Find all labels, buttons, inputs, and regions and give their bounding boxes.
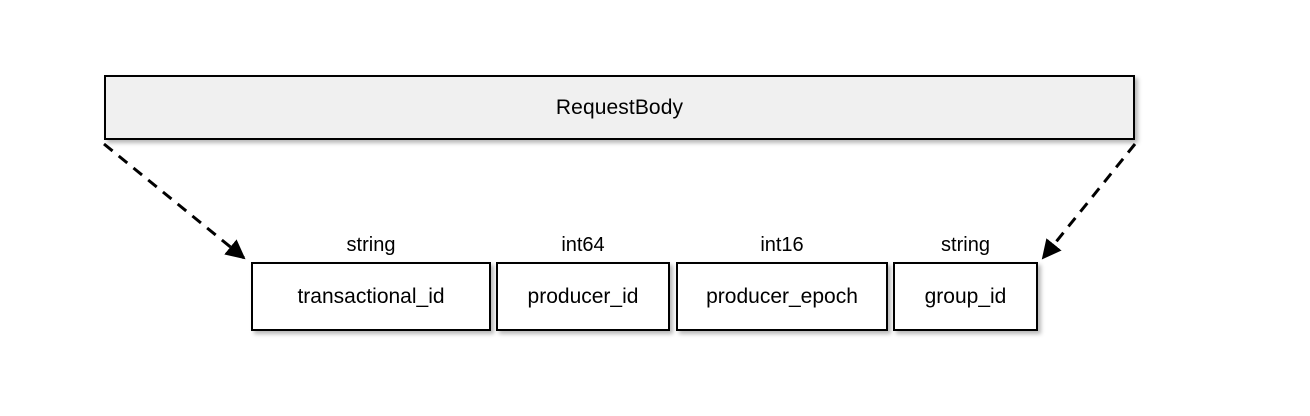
field-box-group-id: group_id [893,262,1038,331]
field-box-producer-epoch: producer_epoch [676,262,888,331]
field-box-transactional-id: transactional_id [251,262,491,331]
request-body-label: RequestBody [555,96,684,119]
field-type-label: int16 [760,234,804,256]
field-name-label: producer_epoch [706,285,858,308]
field-type-label: string [941,234,990,256]
field-type-producer-id: int64 [496,232,670,258]
left-expansion-connector [103,142,246,260]
field-name-label: transactional_id [297,285,445,308]
field-type-label: string [346,234,396,256]
field-type-group-id: string [893,232,1038,258]
field-name-label: group_id [924,285,1007,308]
field-type-label: int64 [561,234,605,256]
right-expansion-connector [1041,143,1137,260]
field-box-producer-id: producer_id [496,262,670,331]
field-name-label: producer_id [527,285,639,308]
field-type-producer-epoch: int16 [676,232,888,258]
request-body-box: RequestBody [104,75,1135,140]
field-type-transactional-id: string [251,232,491,258]
